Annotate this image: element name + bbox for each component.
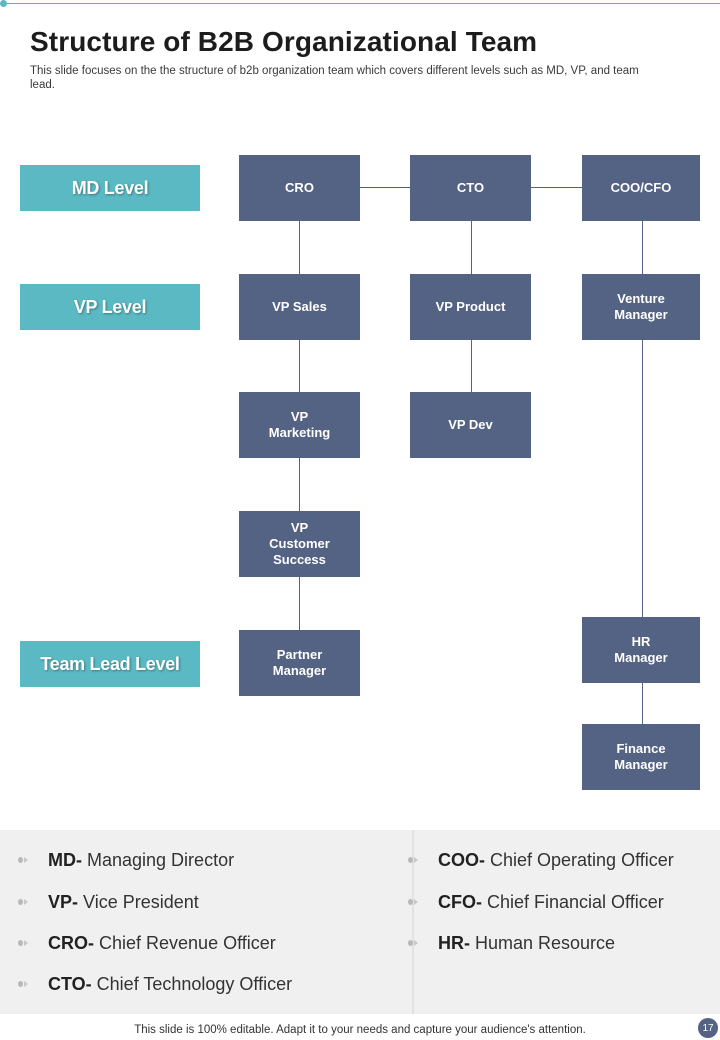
legend-text: Managing Director (82, 850, 235, 870)
bullet-icon (408, 897, 418, 907)
legend-text: Vice President (78, 892, 199, 912)
level-md: MD Level (20, 165, 200, 211)
level-team-lead: Team Lead Level (20, 641, 200, 687)
top-rule-dot (0, 0, 7, 7)
connector-coo-column (642, 220, 643, 724)
bullet-icon (18, 979, 28, 989)
legend-panel (0, 830, 720, 1014)
role-box-coo-cfo: COO/CFO (582, 155, 700, 221)
legend-item-cro: CRO- Chief Revenue Officer (48, 933, 276, 954)
legend-text: Human Resource (470, 933, 616, 953)
slide-subtitle: This slide focuses on the the structure … (30, 65, 639, 91)
top-rule (4, 3, 720, 4)
legend-abbr: COO- (438, 850, 485, 870)
bullet-icon (408, 938, 418, 948)
role-box-vp-customer-success: VP Customer Success (239, 511, 360, 577)
legend-item-cto: CTO- Chief Technology Officer (48, 974, 292, 995)
connector-cro-cto (360, 187, 410, 188)
role-box-vp-sales: VP Sales (239, 274, 360, 340)
bullet-icon (18, 938, 28, 948)
connector-cto-coo (531, 187, 582, 188)
bullet-icon (408, 855, 418, 865)
footer-note: This slide is 100% editable. Adapt it to… (134, 1024, 586, 1036)
legend-text: Chief Financial Officer (482, 892, 664, 912)
role-box-hr-manager: HR Manager (582, 617, 700, 683)
slide-title: Structure of B2B Organizational Team (30, 26, 538, 57)
bullet-icon (18, 897, 28, 907)
role-box-cro: CRO (239, 155, 360, 221)
legend-abbr: CTO- (48, 974, 92, 994)
level-vp: VP Level (20, 284, 200, 330)
legend-abbr: CRO- (48, 933, 94, 953)
legend-item-md: MD- Managing Director (48, 850, 234, 871)
bullet-icon (18, 855, 28, 865)
legend-abbr: VP- (48, 892, 79, 912)
role-box-cto: CTO (410, 155, 531, 221)
role-box-vp-dev: VP Dev (410, 392, 531, 458)
legend-abbr: HR- (438, 933, 470, 953)
role-box-vp-product: VP Product (410, 274, 531, 340)
legend-text: Chief Operating Officer (485, 850, 674, 870)
role-box-finance-manager: Finance Manager (582, 724, 700, 790)
role-box-vp-marketing: VP Marketing (239, 392, 360, 458)
legend-abbr: MD- (48, 850, 82, 870)
legend-divider (412, 830, 414, 1014)
page-number-badge: 17 (698, 1018, 718, 1038)
legend-item-vp: VP- Vice President (48, 892, 199, 913)
legend-text: Chief Technology Officer (91, 974, 293, 994)
role-box-venture-manager: Venture Manager (582, 274, 700, 340)
role-box-partner-manager: Partner Manager (239, 630, 360, 696)
legend-item-coo: COO- Chief Operating Officer (438, 850, 674, 871)
legend-text: Chief Revenue Officer (94, 933, 276, 953)
legend-abbr: CFO- (438, 892, 482, 912)
legend-item-hr: HR- Human Resource (438, 933, 615, 954)
legend-item-cfo: CFO- Chief Financial Officer (438, 892, 664, 913)
